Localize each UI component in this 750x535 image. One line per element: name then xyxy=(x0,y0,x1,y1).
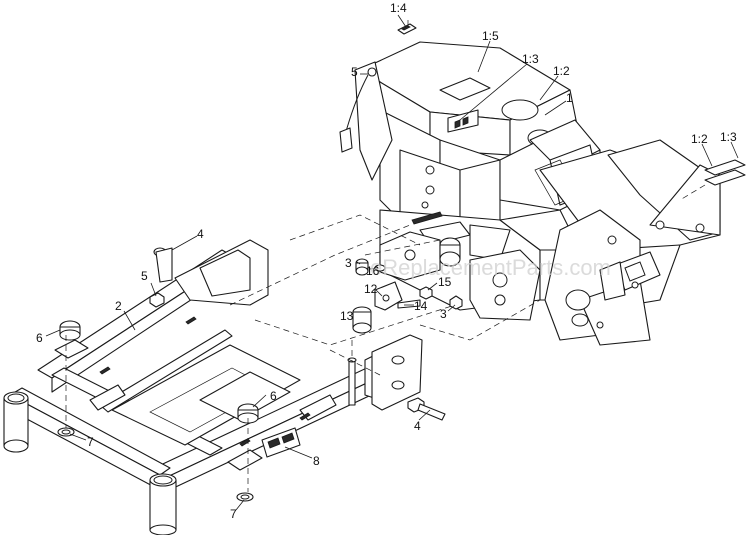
callout-1-5: 1:5 xyxy=(482,29,499,43)
nut-5-left xyxy=(149,292,165,308)
callout-5-left: 5 xyxy=(141,269,148,283)
callout-labels: 1:4 1:5 1:3 1:2 1 5 1:2 1:3 4 5 2 6 7 3 … xyxy=(36,1,737,521)
callout-4-top: 4 xyxy=(197,227,204,241)
bolt-4-top xyxy=(153,247,173,283)
bumper-6-left xyxy=(59,320,81,341)
callout-6-center: 6 xyxy=(270,389,277,403)
callout-13: 13 xyxy=(340,309,354,323)
washer-7-bottom xyxy=(236,492,254,502)
decal-8 xyxy=(261,427,301,458)
leader-lines xyxy=(45,14,739,511)
callout-2: 2 xyxy=(115,299,122,313)
decal-1-4 xyxy=(397,23,417,35)
bolt-4-bottom xyxy=(407,397,446,421)
bolt-14 xyxy=(397,299,421,309)
bracket-12 xyxy=(374,281,403,311)
bumper-13 xyxy=(352,306,372,334)
callout-3-bottom: 3 xyxy=(440,307,447,321)
callout-7-left: 7 xyxy=(87,435,94,449)
cable-5-top xyxy=(339,67,377,153)
callout-1-2-top: 1:2 xyxy=(553,64,570,78)
callout-1-2-right: 1:2 xyxy=(691,132,708,146)
right-side-body xyxy=(539,139,721,346)
callout-1-4: 1:4 xyxy=(390,1,407,15)
assembly-guides xyxy=(65,20,706,492)
callout-12: 12 xyxy=(364,282,378,296)
callout-1-3-right: 1:3 xyxy=(720,130,737,144)
callout-7-bottom: 7 xyxy=(230,507,237,521)
frame-assembly xyxy=(3,239,423,535)
callout-1-3-top: 1:3 xyxy=(522,52,539,66)
callout-5-top: 5 xyxy=(351,65,358,79)
spacer-3-top xyxy=(355,258,369,276)
watermark-text: eReplacementParts.com xyxy=(370,255,611,280)
nut-3-bottom xyxy=(449,295,463,310)
decals-right xyxy=(704,159,746,186)
callout-3-top: 3 xyxy=(345,256,352,270)
callout-15: 15 xyxy=(438,275,452,289)
callout-8: 8 xyxy=(313,454,320,468)
callout-16: 16 xyxy=(366,264,380,278)
callout-4-bottom: 4 xyxy=(414,419,421,433)
bolt-15 xyxy=(419,286,433,300)
callout-1: 1 xyxy=(566,91,573,105)
callout-14: 14 xyxy=(414,299,428,313)
callout-6-left: 6 xyxy=(36,331,43,345)
